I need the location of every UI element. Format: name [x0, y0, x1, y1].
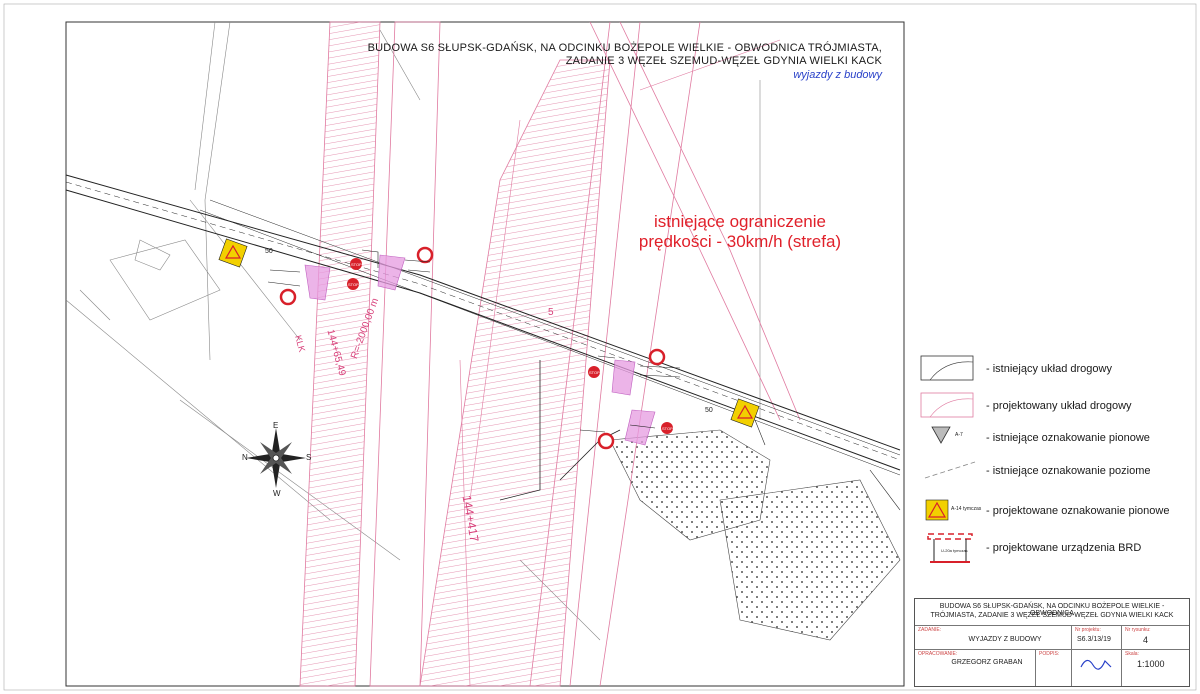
sign-leaders: [267, 249, 766, 446]
drawing-title-line1: BUDOWA S6 SŁUPSK-GDAŃSK, NA ODCINKU BOŻE…: [367, 42, 882, 54]
designed-expressway: [299, 21, 801, 687]
prohibition-sign-icon[interactable]: [597, 432, 615, 450]
scale-value: 1:1000: [1137, 659, 1165, 669]
compass-south: S: [306, 453, 311, 462]
task-label: ZADANIE:: [918, 627, 942, 633]
warning-sign-icon[interactable]: [730, 398, 760, 428]
author-value: GRZEGORZ GRABAN: [951, 659, 1023, 666]
dotted-areas: [609, 429, 901, 641]
legend-existing-road: - istniejący układ drogowy: [986, 363, 1112, 375]
legend-sign-code-a14: A-14 tymczas: [951, 506, 982, 512]
prohibition-sign-icon[interactable]: [416, 246, 434, 264]
speed-note-line1: istniejące ograniczenie: [654, 212, 826, 231]
legend-symbols: [920, 355, 976, 563]
prohibition-sign-icon[interactable]: [279, 288, 297, 306]
stop-sign-icon[interactable]: STOP: [350, 258, 362, 270]
legend-sign-code-a7: A-7: [955, 432, 963, 438]
stop-sign-icon[interactable]: STOP: [661, 422, 673, 434]
stop-sign-icon[interactable]: STOP: [588, 366, 600, 378]
legend-sign-code-u20a: U-20a tymczas: [941, 548, 968, 553]
warning-sign-icon[interactable]: [218, 238, 248, 268]
svg-text:STOP: STOP: [589, 370, 600, 375]
compass-east: E: [273, 421, 278, 430]
speed-marking-2: 50: [705, 407, 713, 414]
project-number-label: Nr projektu:: [1075, 627, 1101, 633]
drawing-number-value: 4: [1143, 635, 1149, 645]
title-block-project-line1: BUDOWA S6 SŁUPSK-GDAŃSK, NA ODCINKU BOŻE…: [939, 603, 1165, 617]
legend-existing-vertical-signs: - istniejące oznakowanie pionowe: [986, 432, 1150, 444]
svg-text:STOP: STOP: [351, 262, 362, 267]
legend-existing-horizontal-marking: - istniejące oznakowanie poziome: [986, 465, 1151, 477]
compass-rose-icon: [246, 428, 306, 488]
drawing-subtitle: wyjazdy z budowy: [793, 69, 882, 81]
prohibition-sign-icon[interactable]: [648, 348, 666, 366]
existing-topography: [65, 21, 761, 641]
speed-marking-1: 50: [265, 248, 273, 255]
svg-text:STOP: STOP: [348, 282, 359, 287]
drawing-number-label: Nr rysunku:: [1125, 627, 1151, 633]
chainage-label-3: KLK: [293, 334, 307, 353]
sheet-border: [3, 3, 1197, 691]
task-value: WYJAZDY Z BUDOWY: [968, 636, 1042, 643]
legend-designed-road: - projektowany układ drogowy: [986, 400, 1132, 412]
speed-note-line2: prędkości - 30km/h (strefa): [638, 232, 842, 251]
svg-text:STOP: STOP: [662, 426, 673, 431]
road-number-label: 5: [548, 307, 554, 318]
compass-west: W: [273, 489, 281, 498]
designed-exits: [304, 254, 656, 446]
drawing-title-line2: ZADANIE 3 WĘZEŁ SZEMUD-WĘZEŁ GDYNIA WIEL…: [565, 55, 882, 67]
speed-limit-note: istniejące ograniczenie prędkości - 30km…: [620, 212, 860, 252]
title-block-table: BUDOWA S6 SŁUPSK-GDAŃSK, NA ODCINKU BOŻE…: [914, 598, 1190, 687]
project-number-value: S6.3/13/19: [1077, 636, 1111, 643]
legend-designed-brd-devices: - projektowane urządzenia BRD: [986, 542, 1142, 554]
title-block-project-line2: TRÓJMIASTA, ZADANIE 3 WĘZEŁ SZEMUD-WĘZEŁ…: [930, 612, 1174, 619]
signature-icon: [1080, 659, 1112, 670]
stop-sign-icon[interactable]: STOP: [347, 278, 359, 290]
author-label: OPRACOWANIE:: [918, 651, 958, 657]
scale-label: Skala:: [1125, 651, 1139, 657]
legend-designed-vertical-signs: - projektowane oznakowanie pionowe: [986, 505, 1170, 517]
signature-label: PODPIS:: [1039, 651, 1060, 657]
compass-north: N: [242, 453, 248, 462]
